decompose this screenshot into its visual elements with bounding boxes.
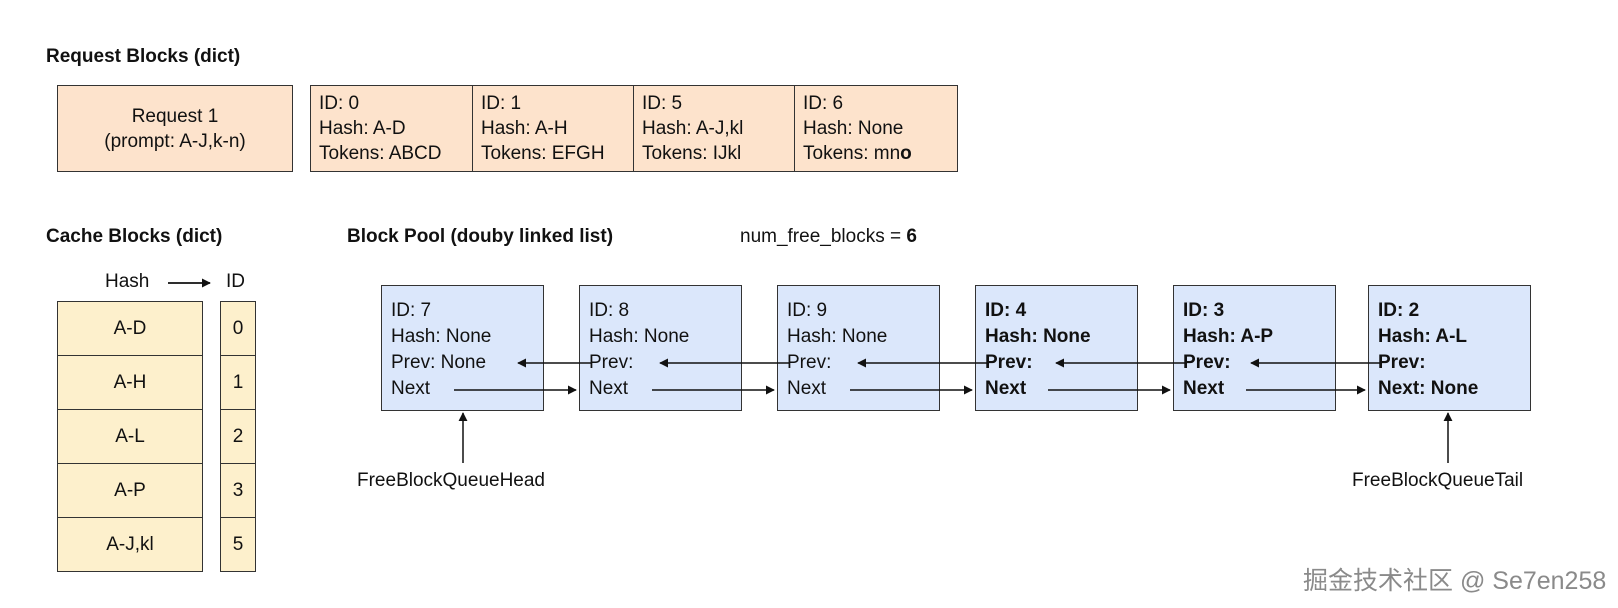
request-1-box: Request 1 (prompt: A-J,k-n) [57, 85, 293, 172]
request-block-6: ID: 6 Hash: None Tokens: mno [794, 85, 958, 172]
pool-block-id: ID: 7 [391, 300, 432, 321]
tokens-bold-char: o [900, 143, 912, 164]
num-free-blocks-label: num_free_blocks = [740, 226, 907, 247]
pool-block-prev: Prev: [1378, 352, 1426, 373]
cache-id-cell: 5 [220, 517, 256, 572]
pool-block-prev: Prev: [589, 352, 634, 373]
request-block-tokens: Tokens: mno [803, 141, 957, 166]
pool-block-next: Next [391, 378, 431, 399]
pool-block-next: Next [787, 378, 827, 399]
cache-id-cell: 0 [220, 301, 256, 356]
pool-block-hash: Hash: None [391, 326, 492, 347]
request-block-id: ID: 6 [803, 93, 844, 114]
request-block-hash: Hash: A-D [319, 118, 406, 139]
block-pool-title: Block Pool (douby linked list) [347, 226, 614, 247]
cache-id-cell: 2 [220, 409, 256, 464]
cache-id-header: ID [226, 271, 245, 292]
cache-blocks-title: Cache Blocks (dict) [46, 226, 223, 247]
pool-block-next: Next: None [1378, 378, 1479, 399]
num-free-blocks-value: 6 [906, 226, 917, 247]
request-label: Request 1 [131, 105, 219, 127]
free-block-queue-head-label: FreeBlockQueueHead [357, 470, 545, 491]
pool-block-next: Next [589, 378, 629, 399]
watermark: 掘金技术社区 @ Se7en258 [1303, 567, 1607, 595]
request-block-tokens: Tokens: ABCD [319, 143, 442, 164]
tokens-prefix: Tokens: mn [803, 143, 901, 164]
pool-block-hash: Hash: None [985, 326, 1091, 347]
cache-hash-cell: A-D [57, 301, 203, 356]
pool-block-id: ID: 3 [1183, 300, 1225, 321]
request-block-hash: Hash: A-J,kl [642, 118, 744, 139]
request-prompt: (prompt: A-J,k-n) [104, 130, 246, 152]
request-block-tokens: Tokens: IJkl [642, 143, 742, 164]
cache-hash-header: Hash [105, 271, 150, 292]
cache-hash-cell: A-L [57, 409, 203, 464]
pool-block-prev: Prev: [1183, 352, 1231, 373]
pool-block-next: Next [985, 378, 1027, 399]
request-block-hash: Hash: None [803, 118, 904, 139]
request-block-hash: Hash: A-H [481, 118, 568, 139]
cache-hash-cell: A-P [57, 463, 203, 518]
pool-block-id: ID: 4 [985, 300, 1027, 321]
request-block-0: ID: 0 Hash: A-D Tokens: ABCD [310, 85, 474, 172]
pool-block-hash: Hash: None [589, 326, 690, 347]
cache-hash-cell: A-J,kl [57, 517, 203, 572]
pool-block-prev: Prev: None [391, 352, 487, 373]
pool-block-2: ID: 2 Hash: A-L Prev: Next: None [1368, 285, 1531, 411]
pool-block-hash: Hash: None [787, 326, 888, 347]
pool-block-hash: Hash: A-L [1378, 326, 1468, 347]
pool-block-prev: Prev: [985, 352, 1033, 373]
request-block-id: ID: 5 [642, 93, 683, 114]
request-block-5: ID: 5 Hash: A-J,kl Tokens: IJkl [633, 85, 796, 172]
pool-block-id: ID: 9 [787, 300, 828, 321]
request-block-id: ID: 1 [481, 93, 522, 114]
pool-block-prev: Prev: [787, 352, 832, 373]
num-free-blocks: num_free_blocks = 6 [740, 226, 917, 248]
pool-block-id: ID: 8 [589, 300, 630, 321]
cache-hash-cell: A-H [57, 355, 203, 410]
request-block-1: ID: 1 Hash: A-H Tokens: EFGH [472, 85, 635, 172]
request-block-tokens: Tokens: EFGH [481, 143, 605, 164]
pool-block-hash: Hash: A-P [1183, 326, 1274, 347]
request-blocks-title: Request Blocks (dict) [46, 46, 241, 67]
free-block-queue-tail-label: FreeBlockQueueTail [1352, 470, 1524, 491]
request-block-id: ID: 0 [319, 93, 360, 114]
cache-id-cell: 3 [220, 463, 256, 518]
pool-block-next: Next [1183, 378, 1225, 399]
pool-block-id: ID: 2 [1378, 300, 1420, 321]
